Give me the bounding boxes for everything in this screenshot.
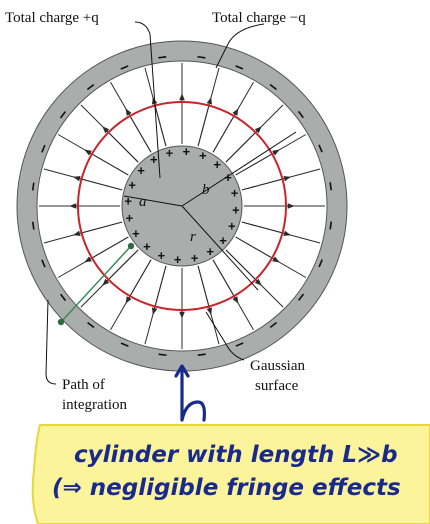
minus-sign (120, 342, 129, 347)
minus-sign (235, 342, 244, 347)
path-label-line1: Path of (62, 377, 105, 393)
inner-charge-leader (134, 21, 161, 179)
note-line2: (⇒ negligible fringe effects (52, 475, 401, 501)
plus-sign: + (206, 244, 214, 259)
plus-sign: + (166, 145, 174, 160)
plus-sign: + (143, 239, 151, 254)
minus-sign (60, 293, 67, 302)
minus-sign (269, 321, 278, 328)
radius-a-label: a (139, 194, 147, 210)
minus-sign (41, 144, 46, 153)
minus-sign (59, 111, 66, 119)
plus-sign: + (150, 152, 158, 167)
path-leader (45, 299, 57, 385)
plus-sign: + (174, 252, 182, 267)
gauss-label-line2: surface (255, 378, 299, 394)
integration-path-end-dot (57, 318, 65, 326)
minus-sign (87, 322, 95, 329)
minus-sign (318, 259, 323, 268)
plus-sign: + (137, 163, 145, 178)
gauss-leader (205, 311, 245, 361)
radius-b-line (181, 131, 297, 207)
inner-plus-charges: ++++++++++++++++++++ (124, 144, 240, 267)
radius-b-label: b (202, 182, 210, 198)
plus-sign: + (224, 170, 232, 185)
minus-sign (297, 110, 304, 119)
minus-sign (120, 65, 129, 70)
integration-path (60, 245, 132, 323)
minus-sign (31, 221, 35, 230)
minus-sign (86, 84, 95, 91)
plus-sign: + (128, 177, 136, 192)
inner-charge-label: Total charge +q (5, 10, 99, 26)
minus-sign (158, 353, 167, 357)
minus-sign (269, 83, 277, 90)
plus-sign: + (213, 157, 221, 172)
plus-sign: + (219, 233, 227, 248)
radius-r-line (181, 205, 259, 291)
minus-sign (197, 353, 206, 357)
minus-sign (31, 182, 35, 191)
minus-sign (235, 65, 244, 70)
minus-sign (329, 221, 333, 230)
outer-charge-label: Total charge −q (212, 10, 306, 26)
minus-sign (197, 55, 206, 59)
integration-path-start-dot (127, 242, 135, 250)
radius-r-label: r (190, 229, 196, 245)
plus-sign: + (126, 211, 134, 226)
plus-sign: + (191, 251, 199, 266)
plus-sign: + (132, 226, 140, 241)
plus-sign: + (231, 185, 239, 200)
minus-sign (318, 144, 323, 153)
gaussian-surface (77, 101, 287, 311)
gauss-label-line1: Gaussian (250, 358, 305, 374)
minus-sign (298, 293, 305, 301)
plus-sign: + (232, 202, 240, 217)
minus-sign (329, 182, 333, 191)
minus-sign (41, 259, 46, 268)
path-label-line2: integration (62, 397, 127, 413)
plus-sign: + (124, 194, 132, 209)
handwritten-arrow (174, 364, 206, 422)
outer-minus-charges (31, 55, 333, 357)
note-line1: cylinder with length L≫b (74, 442, 398, 468)
plus-sign: + (199, 148, 207, 163)
outer-charge-leader (215, 23, 265, 69)
plus-sign: + (183, 144, 191, 159)
radius-a-line (123, 195, 183, 207)
plus-sign: + (228, 219, 236, 234)
minus-sign (158, 55, 167, 59)
plus-sign: + (157, 248, 165, 263)
